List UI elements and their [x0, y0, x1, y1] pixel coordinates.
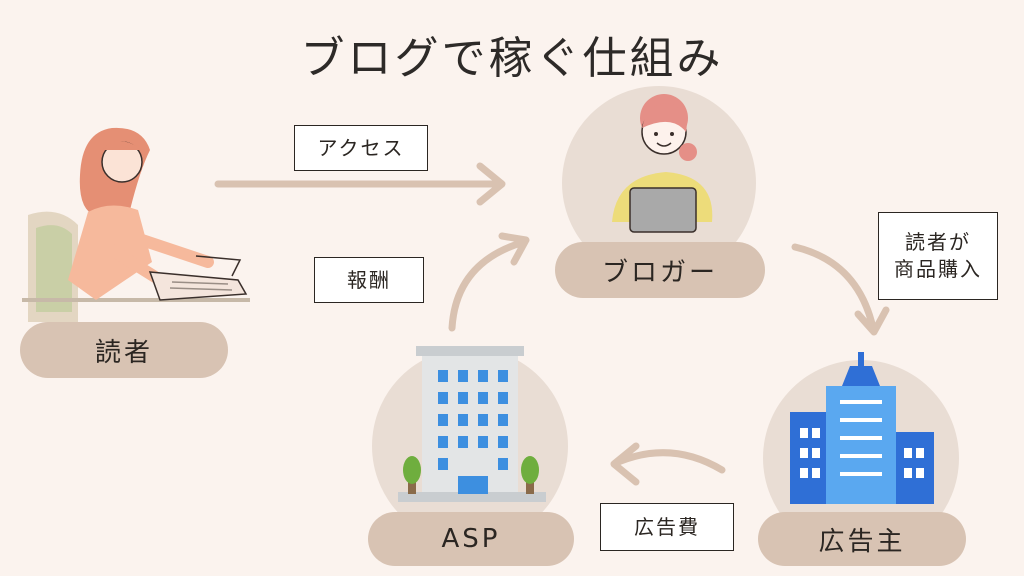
purchase-line-2: 商品購入 — [894, 257, 982, 281]
reader-illustration — [22, 127, 250, 322]
asp-building-illustration — [398, 346, 546, 502]
access-arrow — [214, 162, 506, 206]
purchase-arrow — [791, 243, 890, 336]
edge-label-purchase: 読者が 商品購入 — [878, 212, 998, 300]
blogger-illustration — [612, 94, 713, 233]
node-blogger: ブロガー — [555, 242, 765, 298]
edge-label-access: アクセス — [294, 125, 428, 171]
advertiser-building-illustration — [790, 352, 934, 504]
purchase-line-1: 読者が — [905, 230, 971, 254]
edge-label-reward: 報酬 — [314, 257, 424, 303]
node-reader: 読者 — [20, 322, 228, 378]
reward-arrow — [448, 232, 530, 332]
ad-fee-arrow — [610, 442, 726, 486]
node-advertiser: 広告主 — [758, 512, 966, 566]
diagram-title: ブログで稼ぐ仕組み — [300, 33, 724, 84]
node-asp: ASP — [368, 512, 574, 566]
edge-label-ad-fee: 広告費 — [600, 503, 734, 551]
